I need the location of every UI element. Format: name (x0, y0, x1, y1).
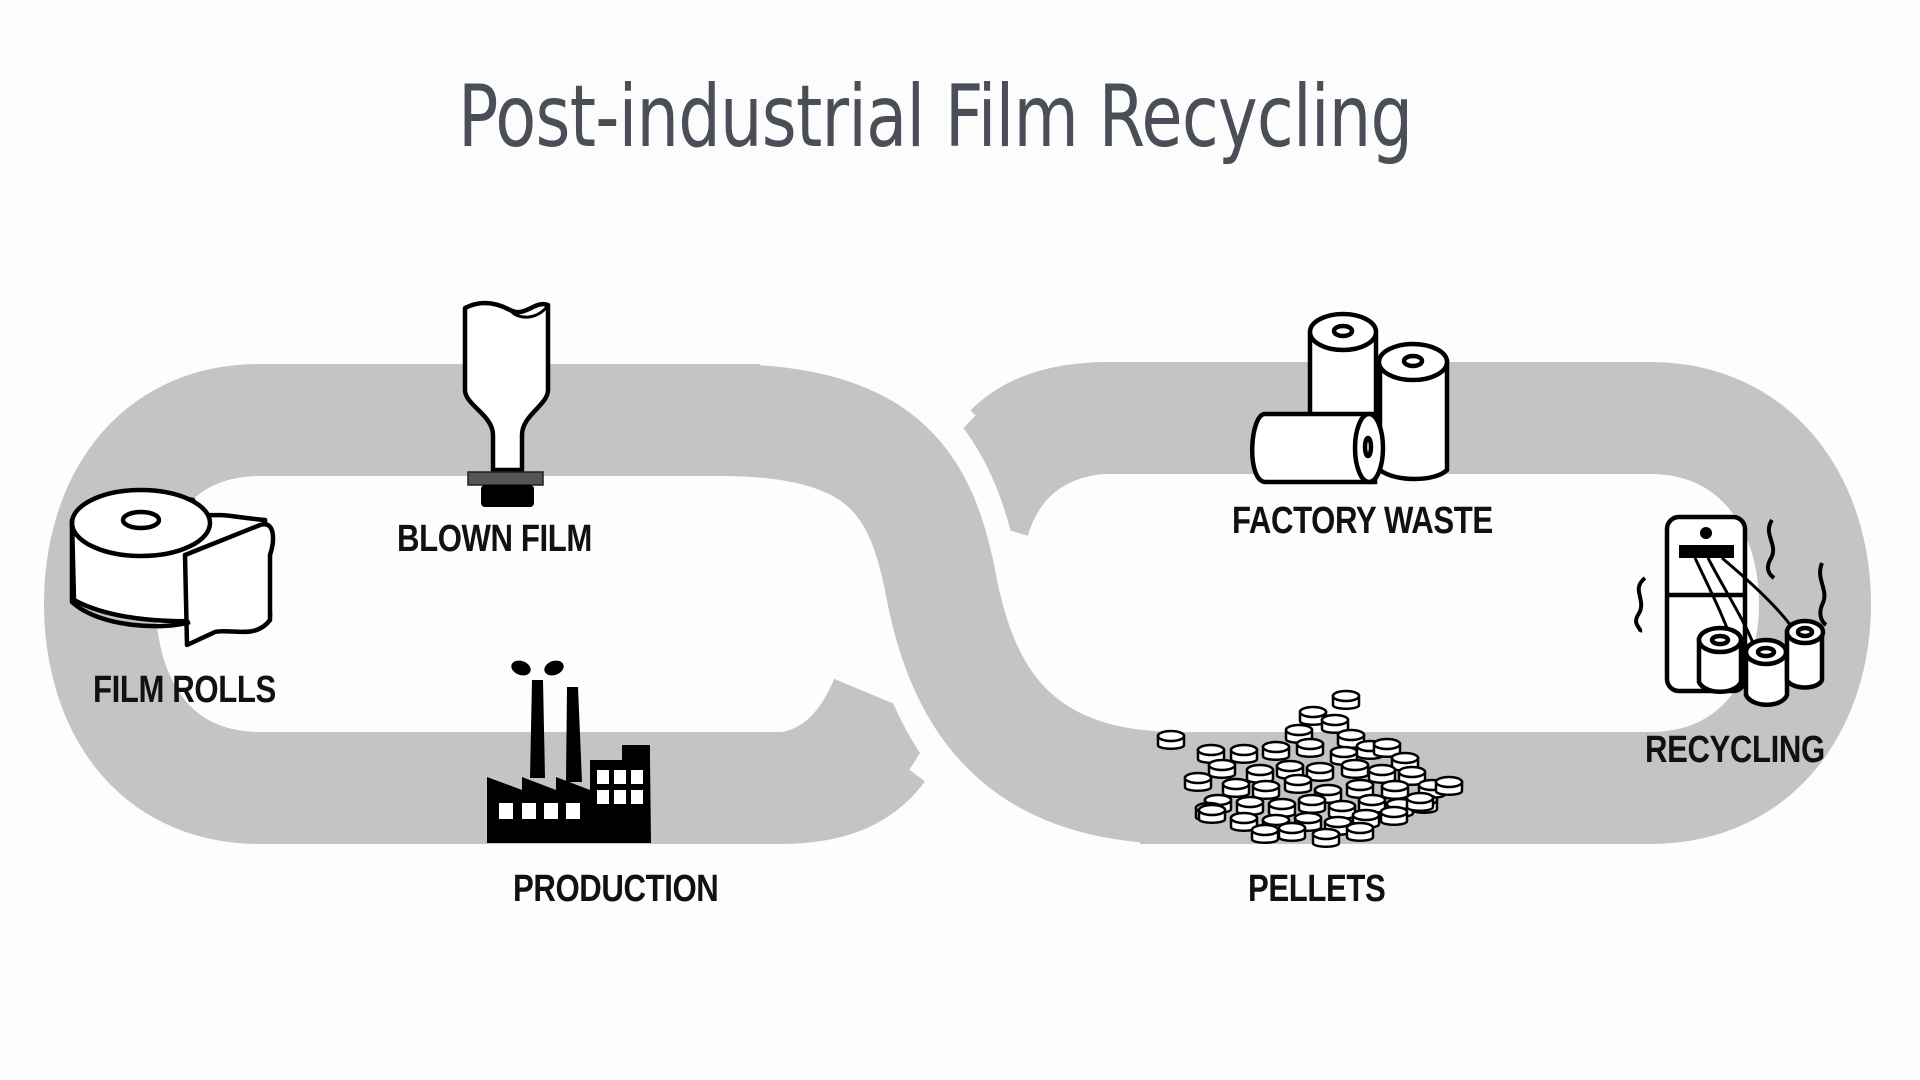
pellet (1357, 793, 1387, 814)
pellet (1372, 737, 1402, 758)
pellet (1207, 758, 1237, 779)
blown-film-bubble-icon (462, 300, 551, 507)
pellet (1156, 729, 1186, 750)
pellet (1251, 779, 1281, 800)
band-segment-under-stub (970, 362, 1250, 492)
pellet (1305, 761, 1335, 782)
pellet (1277, 821, 1307, 842)
pellet (1345, 778, 1375, 799)
pellet (1367, 763, 1397, 784)
pellet (1379, 805, 1409, 826)
band-segment-over (719, 364, 1182, 844)
label-production: PRODUCTION (513, 868, 719, 910)
band-segment-under-stub (700, 712, 925, 844)
title-panel (440, 60, 1620, 210)
pellet (1229, 743, 1259, 764)
pellet (1197, 803, 1227, 824)
pellets-pile-icon (1156, 689, 1464, 848)
waste-rolls-icon (1249, 311, 1450, 485)
pellet (1340, 758, 1370, 779)
pellet (1229, 811, 1259, 832)
label-pellets: PELLETS (1248, 868, 1386, 910)
pellet (1311, 827, 1341, 848)
pellet (1250, 823, 1280, 844)
pellet (1221, 777, 1251, 798)
pellet (1261, 740, 1291, 761)
label-blown-film: BLOWN FILM (397, 518, 592, 560)
pellet (1297, 793, 1327, 814)
pellet (1283, 773, 1313, 794)
pellet (1183, 771, 1213, 792)
factory-icon (487, 660, 651, 843)
pellet (1380, 779, 1410, 800)
label-factory-waste: FACTORY WASTE (1232, 500, 1493, 542)
pellet (1295, 737, 1325, 758)
pellet (1405, 791, 1435, 812)
pellet (1434, 775, 1464, 796)
pellet (1196, 743, 1226, 764)
pellet (1331, 689, 1361, 710)
film-roll-icon (69, 487, 276, 648)
right-loop-band (1100, 362, 1872, 844)
pellet (1345, 821, 1375, 842)
recycling-machine-icon (1634, 514, 1828, 707)
label-recycling: RECYCLING (1645, 729, 1825, 771)
label-film-rolls: FILM ROLLS (93, 669, 276, 711)
